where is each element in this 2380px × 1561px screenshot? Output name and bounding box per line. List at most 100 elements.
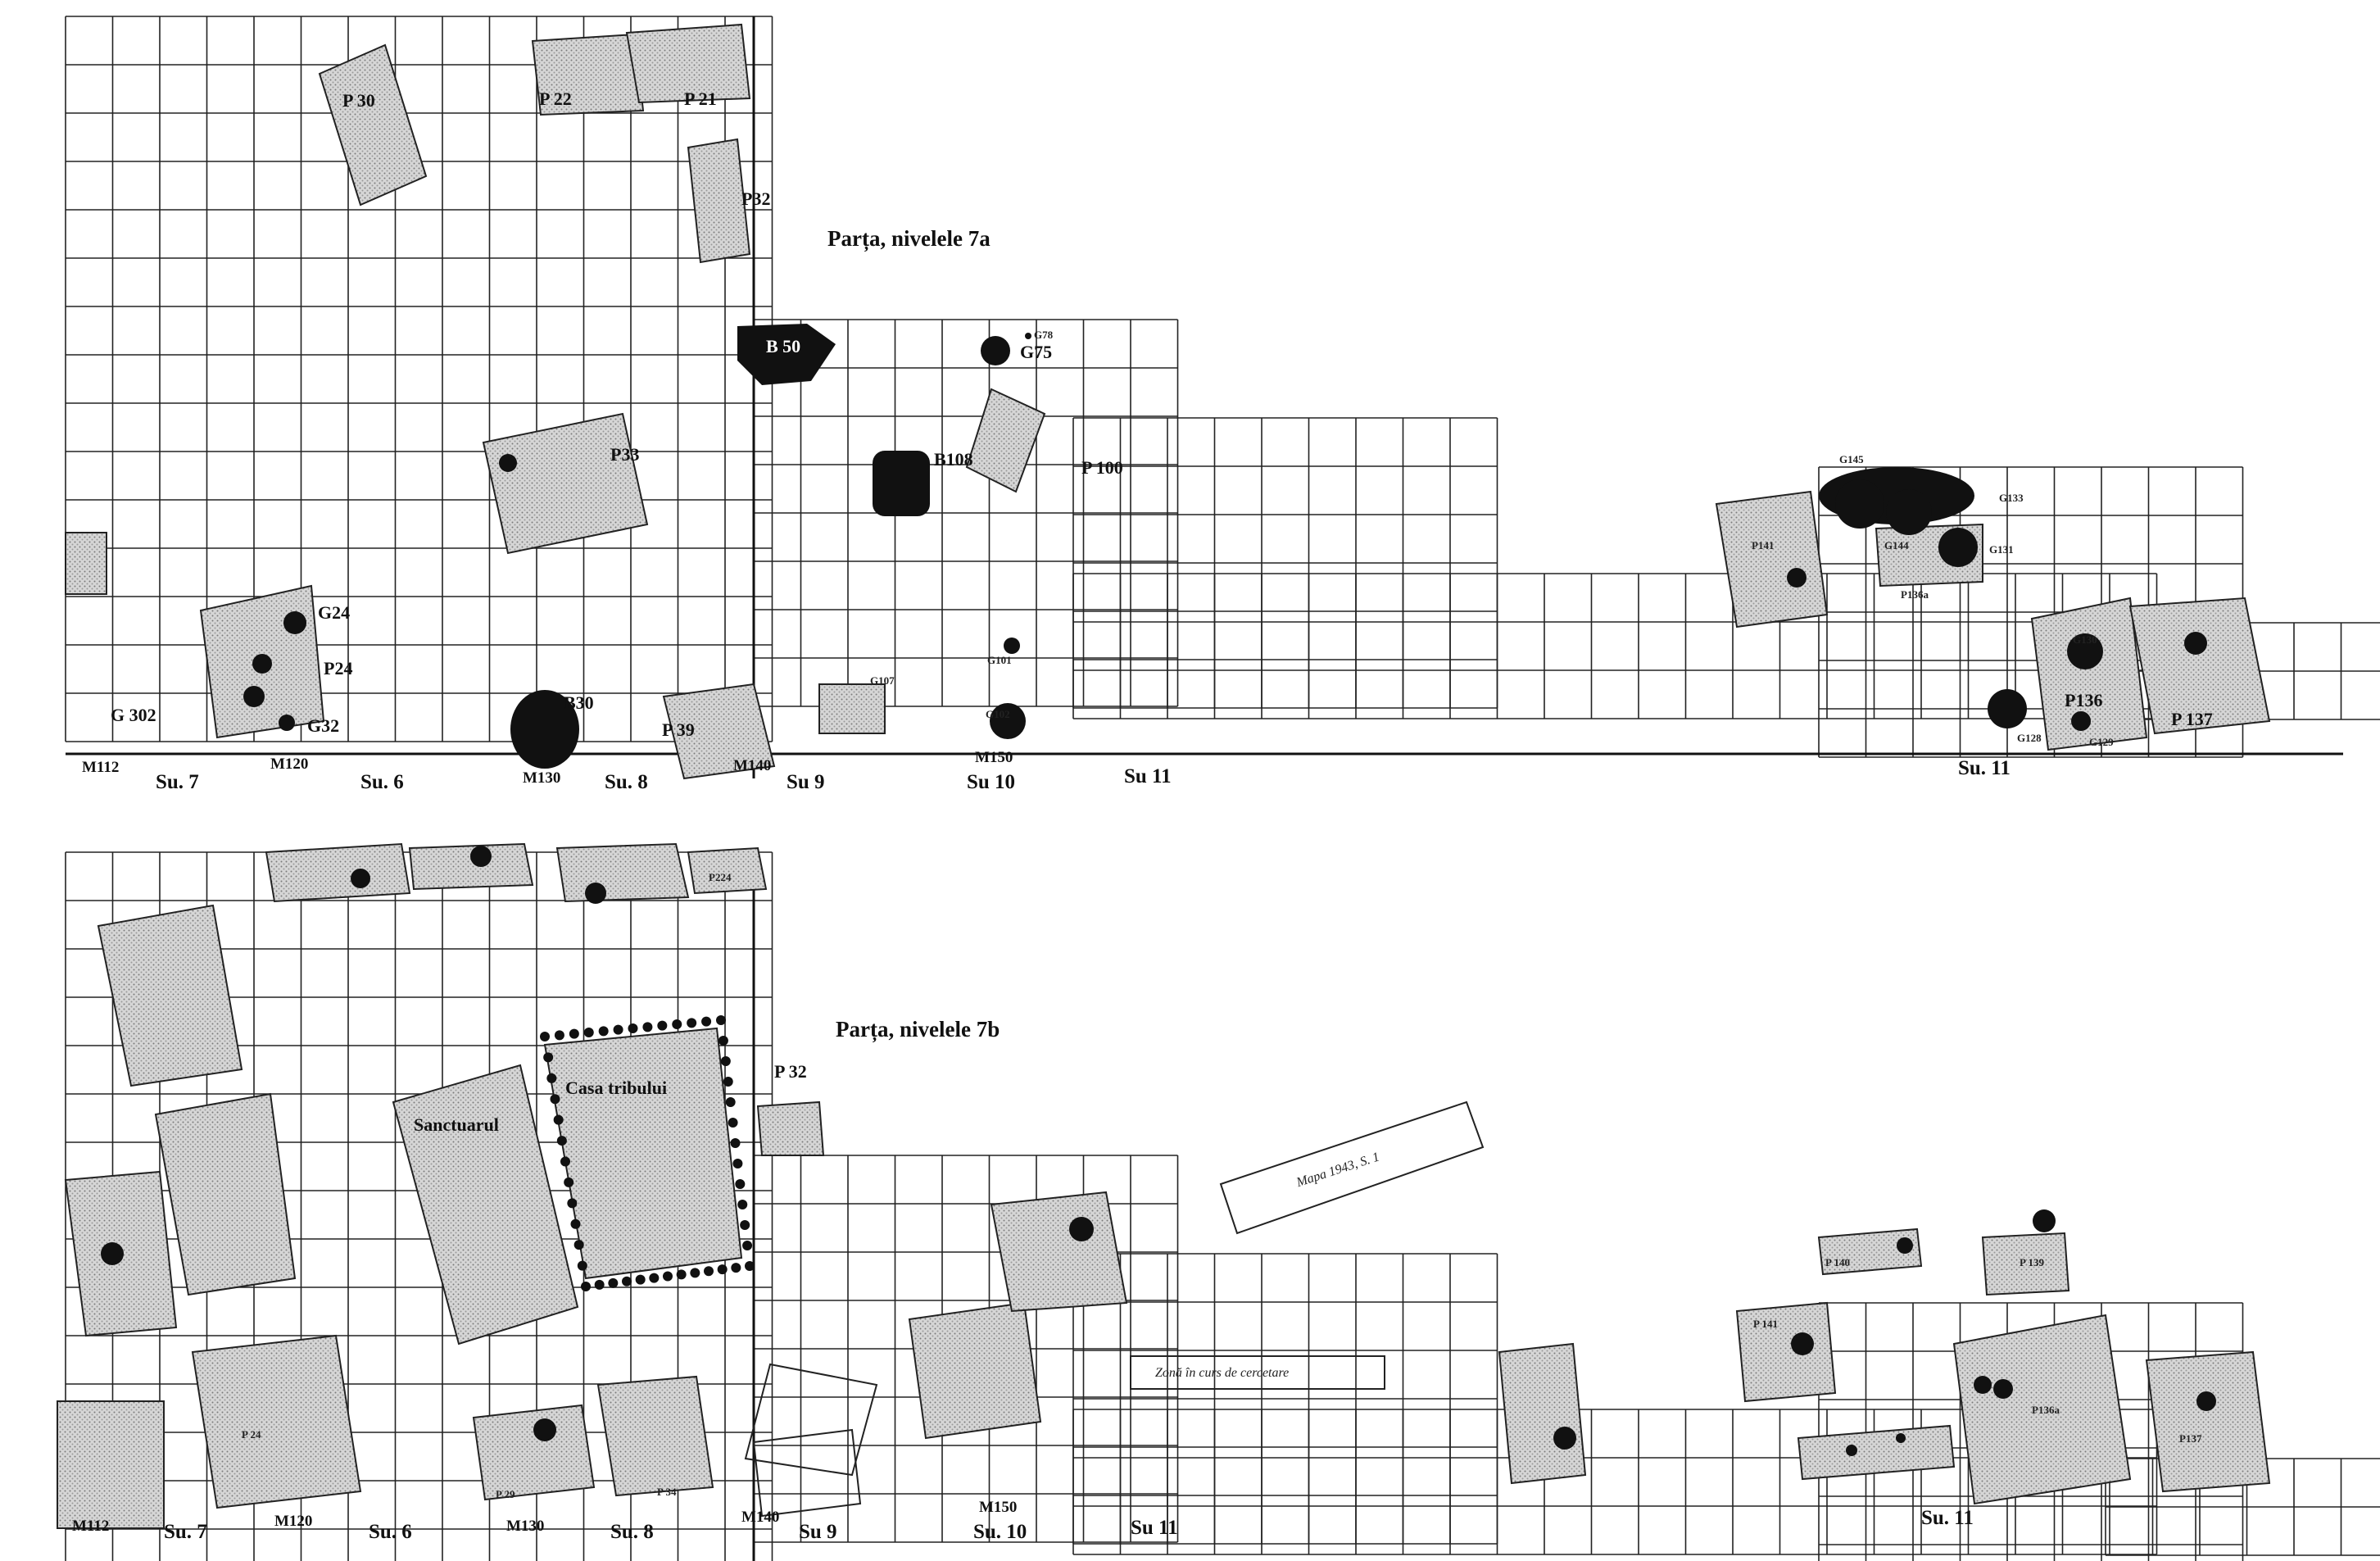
label-b30: B30 [564,692,594,713]
marker-m140-b: M140 [741,1509,779,1526]
pit-p100b [1069,1217,1094,1241]
label-p24: P24 [324,658,352,678]
house-p29 [472,1404,596,1501]
label-p136b: P136a [2032,1404,2060,1416]
post-hole [577,1260,587,1271]
pit-g78 [1025,333,1031,339]
house-p7 [57,1400,165,1529]
marker-m112: M112 [82,759,119,776]
label-p141b: P 141 [1753,1318,1778,1330]
label-g128: G128 [2017,732,2042,744]
house-p136 [2030,597,2148,751]
pit-g145b [1835,479,1884,529]
house-p140 [1817,1227,1923,1276]
pit-p136-2 [1993,1379,2013,1399]
post-hole [745,1261,755,1271]
house-p39a-outline [752,1428,862,1518]
label-p30: P 30 [342,90,375,111]
zone-note: Zonă în curs de cercetare [1155,1366,1289,1380]
post-hole [560,1156,570,1167]
pit-east-1 [1553,1427,1576,1450]
post-hole [732,1159,743,1168]
post-hole [730,1138,741,1148]
pit-g75 [981,336,1010,365]
label-g129: G129 [2089,736,2114,748]
post-hole [731,1263,741,1273]
label-p136a: P136a [1901,588,1929,601]
pit-p136-1 [1974,1376,1992,1394]
marker-m130: M130 [523,769,560,787]
sector-su11a-b: Su 11 [1131,1517,1178,1539]
label-p24b: P 24 [242,1428,261,1441]
house-p32 [687,138,751,264]
house-p39-outline [744,1363,878,1477]
sector-su6: Su. 6 [360,771,404,793]
house-small-su9 [818,683,886,734]
label-g78: G78 [1034,329,1054,341]
sector-su7: Su. 7 [156,771,199,793]
house-p137 [2128,597,2271,735]
house-p29-top [265,842,411,903]
pit-strip-1 [1846,1445,1857,1456]
post-hole [704,1266,714,1277]
house-p224 [687,846,768,895]
post-hole [735,1179,746,1189]
post-hole [720,1056,731,1066]
post-hole [553,1114,564,1125]
post-hole [672,1019,682,1029]
post-hole [716,1015,726,1025]
post-hole [573,1240,584,1250]
post-hole [581,1282,591,1291]
house-p141 [1715,490,1829,628]
post-hole [628,1023,638,1033]
label-p33: P33 [610,444,639,465]
house-p21 [625,23,751,104]
pit-g101 [1004,638,1020,654]
title-7b: Parța, nivelele 7b [836,1017,1000,1042]
marker-m130-b: M130 [506,1518,544,1535]
house-p100 [965,388,1046,493]
marker-m140: M140 [733,757,771,774]
post-hole [725,1097,736,1107]
pit-p140 [1897,1237,1913,1254]
post-hole [718,1036,728,1046]
house-casa-tribului [543,1027,743,1280]
post-hole [657,1020,668,1031]
marker-m150-b: M150 [979,1499,1017,1516]
sector-su8-b: Su. 8 [610,1521,654,1543]
label-g102: G102 [986,708,1010,720]
label-p136: P136 [2065,690,2102,710]
post-hole [554,1030,564,1041]
label-p32: P32 [741,188,770,209]
label-sanctuarul: Sanctuarul [414,1114,499,1135]
post-hole [723,1077,733,1087]
house-strip [1797,1424,1956,1481]
post-hole [676,1269,687,1280]
pit-g102 [990,703,1026,739]
pit-g129 [2071,711,2091,731]
casa-tribului-dotted-outline [540,1015,755,1291]
pit-p137 [2184,632,2207,655]
label-p39: P 39 [662,719,695,740]
post-hole [550,1094,560,1105]
label-p224: P224 [709,871,732,883]
house-p22 [531,33,645,116]
sector-su10: Su 10 [967,771,1015,793]
pit-p141 [1787,568,1807,588]
post-hole [570,1218,581,1229]
post-hole [690,1268,700,1278]
pit-top-3 [585,883,606,904]
house-small-west [65,532,107,595]
post-hole [728,1118,738,1128]
post-hole [567,1198,578,1209]
marker-m120-b: M120 [274,1513,312,1530]
post-hole [717,1264,728,1275]
label-p137: P 137 [2171,709,2213,729]
post-hole [569,1028,579,1039]
plan-level-7a: Parța, nivelele 7a P 30 P 22 P 21 P32 P3… [65,16,2380,793]
pit-p33 [499,454,517,472]
pit-g131 [1938,528,1978,567]
pit-b108 [873,451,930,516]
label-g144: G144 [1884,539,1909,551]
